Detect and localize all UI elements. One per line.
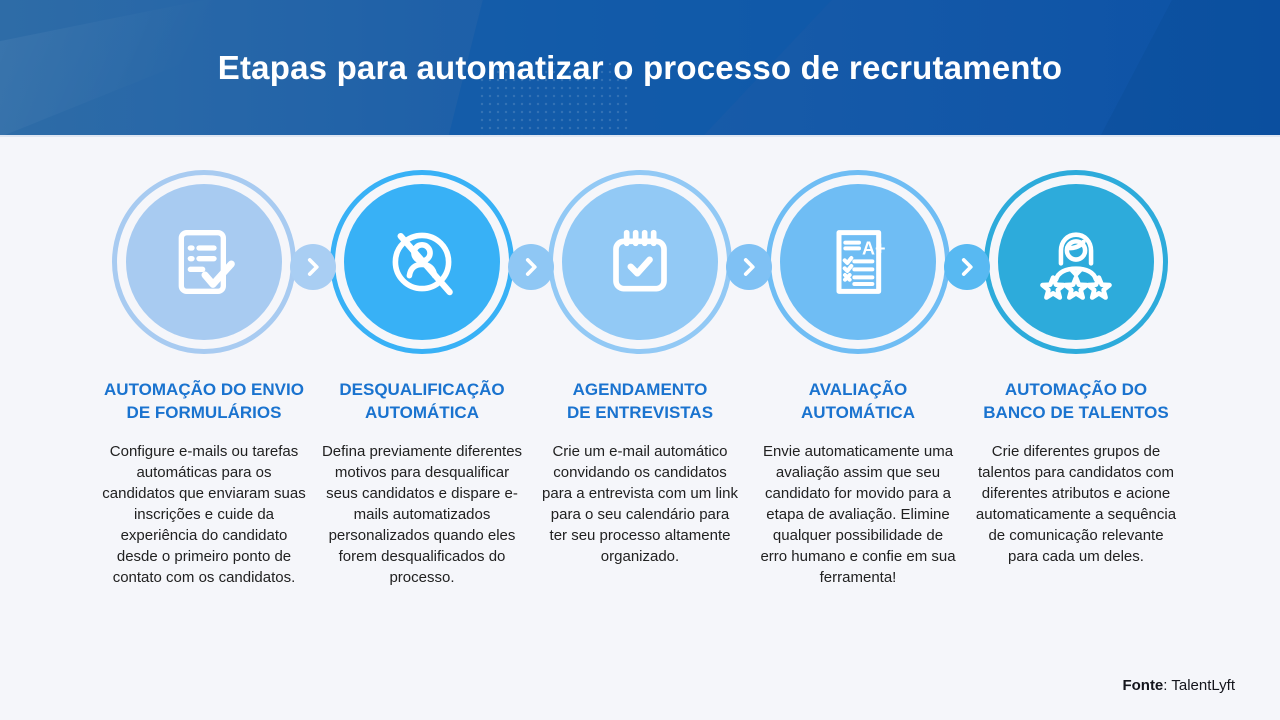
step-1-description: Configure e-mails ou tarefas automáticas… [102,442,306,586]
form-checklist-icon [178,230,235,295]
arrow-connector-2 [508,244,554,290]
step-1-title: AUTOMAÇÃO DO ENVIO DE FORMULÁRIOS [104,380,304,422]
source-label: Fonte [1122,677,1164,694]
step-4-disc: A+ [780,184,936,340]
arrow-connector-3 [726,244,772,290]
step-4-column: A+ AVALIAÇÃO AUTOMÁTICA Envie a [749,170,967,588]
source-attribution: Fonte: TalentLyft [1122,677,1235,694]
page-title: Etapas para automatizar o processo de re… [217,48,1063,86]
svg-text:A+: A+ [862,238,886,258]
step-4-circle: A+ [766,170,950,354]
step-2-description: Defina previamente diferentes motivos pa… [321,442,523,586]
calendar-check-icon [613,229,667,292]
step-4-description: Envie automaticamente uma avaliação assi… [760,442,956,586]
step-3-column: AGENDAMENTO DE ENTREVISTAS Crie um e-mai… [531,170,749,567]
step-2-title: DESQUALIFICAÇÃO AUTOMÁTICA [339,380,505,422]
step-4-title: AVALIAÇÃO AUTOMÁTICA [801,380,915,422]
arrow-connector-4 [944,244,990,290]
header-banner: Etapas para automatizar o processo de re… [0,0,1280,137]
step-3-disc [562,184,718,340]
step-5-title: AUTOMAÇÃO DO BANCO DE TALENTOS [983,380,1169,422]
step-2-column: DESQUALIFICAÇÃO AUTOMÁTICA Defina previa… [313,170,531,588]
step-2-circle [330,170,514,354]
step-3-description: Crie um e-mail automático convidando os … [542,442,738,565]
steps-content: AUTOMAÇÃO DO ENVIO DE FORMULÁRIOS Config… [0,137,1280,588]
step-2-disc [344,184,500,340]
source-value: : TalentLyft [1163,677,1235,694]
chevron-right-icon [961,258,973,276]
step-5-description: Crie diferentes grupos de talentos para … [975,442,1177,565]
chevron-right-icon [307,258,319,276]
chevron-right-icon [743,258,755,276]
step-1-disc [126,184,282,340]
step-3-title: AGENDAMENTO DE ENTREVISTAS [566,380,714,422]
arrow-connector-1 [290,244,336,290]
talent-pool-stars-icon [1040,232,1112,300]
steps-row: AUTOMAÇÃO DO ENVIO DE FORMULÁRIOS Config… [0,170,1280,588]
step-3-circle [548,170,732,354]
step-5-column: AUTOMAÇÃO DO BANCO DE TALENTOS Crie dife… [967,170,1185,567]
step-5-circle [984,170,1168,354]
dismissed-person-icon [392,232,453,296]
header-decoration-shape [1100,0,1280,135]
chevron-right-icon [525,258,537,276]
step-5-disc [998,184,1154,340]
step-1-circle [112,170,296,354]
step-1-column: AUTOMAÇÃO DO ENVIO DE FORMULÁRIOS Config… [95,170,313,588]
evaluation-sheet-icon: A+ [836,230,886,294]
